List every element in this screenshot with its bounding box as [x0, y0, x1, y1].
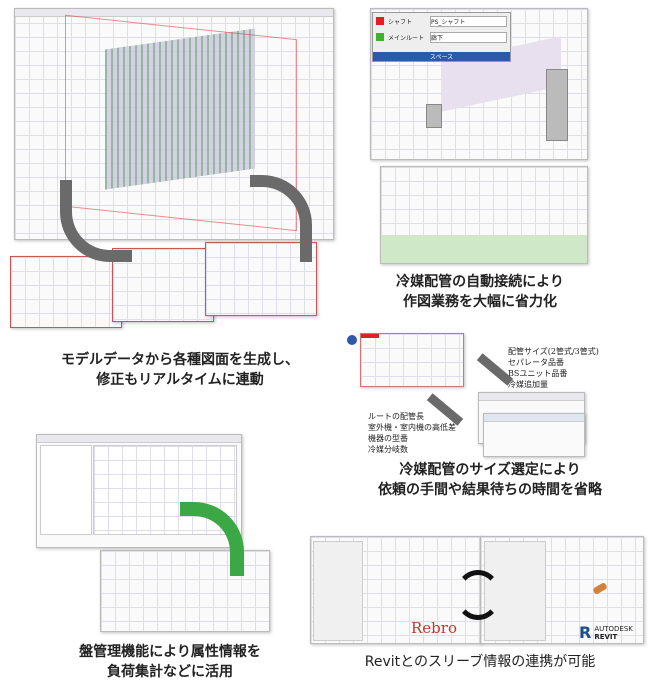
refrigerant-plan-drawing	[380, 166, 588, 264]
sleeve-icon	[592, 581, 608, 596]
caption-model-drawings: モデルデータから各種図面を生成し、 修正もリアルタイムに連動	[61, 352, 299, 388]
caption-revit-link: Revitとのスリーブ情報の連携が可能	[364, 654, 596, 670]
shaft-color-swatch	[376, 17, 384, 25]
main-route-select[interactable]: 廊下	[430, 31, 507, 43]
sync-arrows-icon	[455, 570, 501, 620]
caption-panel-management: 盤管理機能により属性情報を 負荷集計などに活用	[79, 644, 261, 680]
panel-management-window	[36, 434, 242, 548]
main-route-color-swatch	[376, 33, 384, 41]
size-selection-dialog-front	[483, 413, 585, 457]
route-settings-panel: シャフト PS_シャフト メインルート 廊下 スペース	[372, 12, 511, 62]
rebro-mini-logo	[347, 335, 357, 345]
curved-arrow-icon	[60, 180, 132, 262]
caption-auto-connect: 冷媒配管の自動接続により 作図業務を大幅に省力化	[396, 274, 564, 310]
refrigerant-diagram	[360, 333, 464, 387]
rebro-logo: Rebro	[411, 619, 457, 637]
space-footer: スペース	[373, 52, 510, 61]
shaft-select[interactable]: PS_シャフト	[430, 15, 507, 27]
rebro-sleeve-view: Rebro	[310, 536, 482, 644]
size-outputs: 配管サイズ(2管式/3管式) セパレータ品番 BSユニット品番 冷媒追加量	[508, 347, 599, 389]
size-inputs: ルートの配管長 室外機・室内機の高低差 機器の型番 冷媒分岐数	[368, 412, 456, 454]
caption-size-selection: 冷媒配管のサイズ選定により 依頼の手間や結果待ちの時間を省略	[378, 462, 602, 498]
drawing-sheet	[10, 256, 122, 328]
